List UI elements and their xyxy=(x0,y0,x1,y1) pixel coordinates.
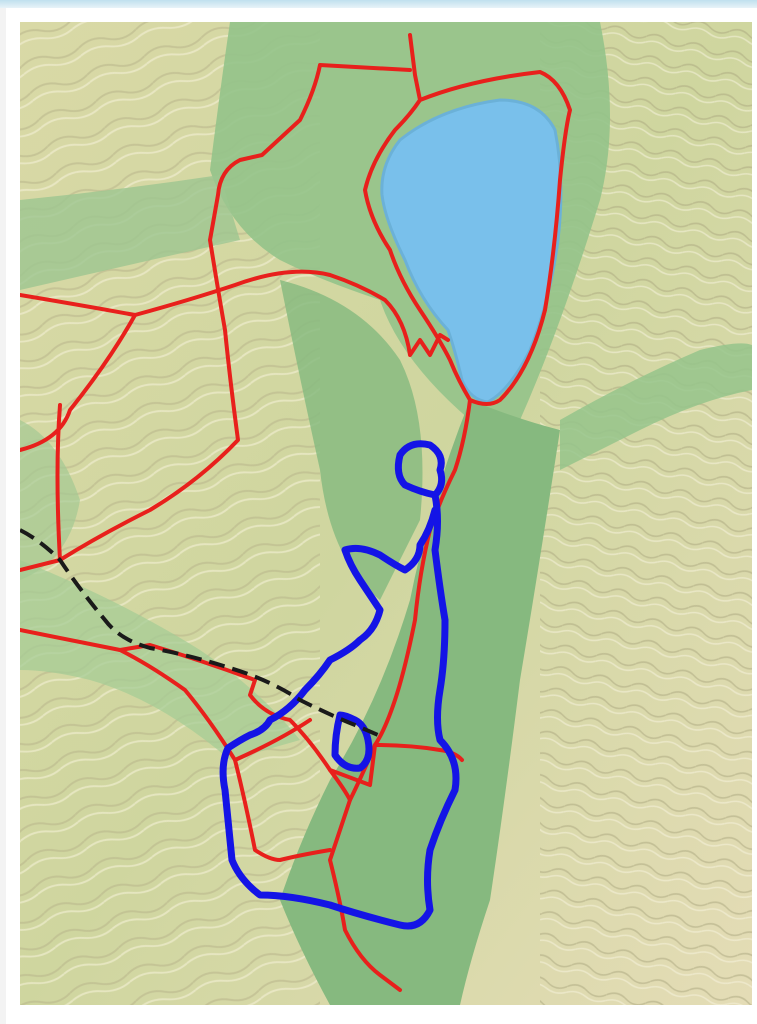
dashed-armistice-line[interactable] xyxy=(20,528,379,737)
road-jordan-valley[interactable] xyxy=(373,398,472,747)
road-east-west-upper[interactable] xyxy=(20,269,450,357)
central-valley xyxy=(280,280,423,600)
southwest-lowland xyxy=(20,560,300,760)
road-southeast-spur[interactable] xyxy=(348,743,377,802)
map-frame[interactable] xyxy=(20,22,752,1005)
boundary-north-loop[interactable] xyxy=(394,440,446,499)
road-north-west[interactable] xyxy=(20,63,412,572)
road-lake-shore[interactable] xyxy=(363,33,572,406)
boundary-lines[interactable] xyxy=(219,440,460,930)
left-edge xyxy=(0,8,6,1024)
lake[interactable] xyxy=(380,98,563,404)
boundary-main[interactable] xyxy=(219,491,460,930)
boundary-inner-loop[interactable] xyxy=(331,711,373,772)
road-west-link[interactable] xyxy=(20,313,137,452)
window-top-strip xyxy=(0,0,757,8)
road-junction-east[interactable] xyxy=(118,643,464,787)
road-southern-loop[interactable] xyxy=(233,718,402,992)
relief-map[interactable] xyxy=(20,22,752,1005)
west-coastal-plain xyxy=(20,420,80,580)
road-west-vertical[interactable] xyxy=(55,403,62,562)
west-green-band xyxy=(20,175,240,290)
east-wadi xyxy=(560,343,752,470)
rift-valley xyxy=(280,400,560,1005)
